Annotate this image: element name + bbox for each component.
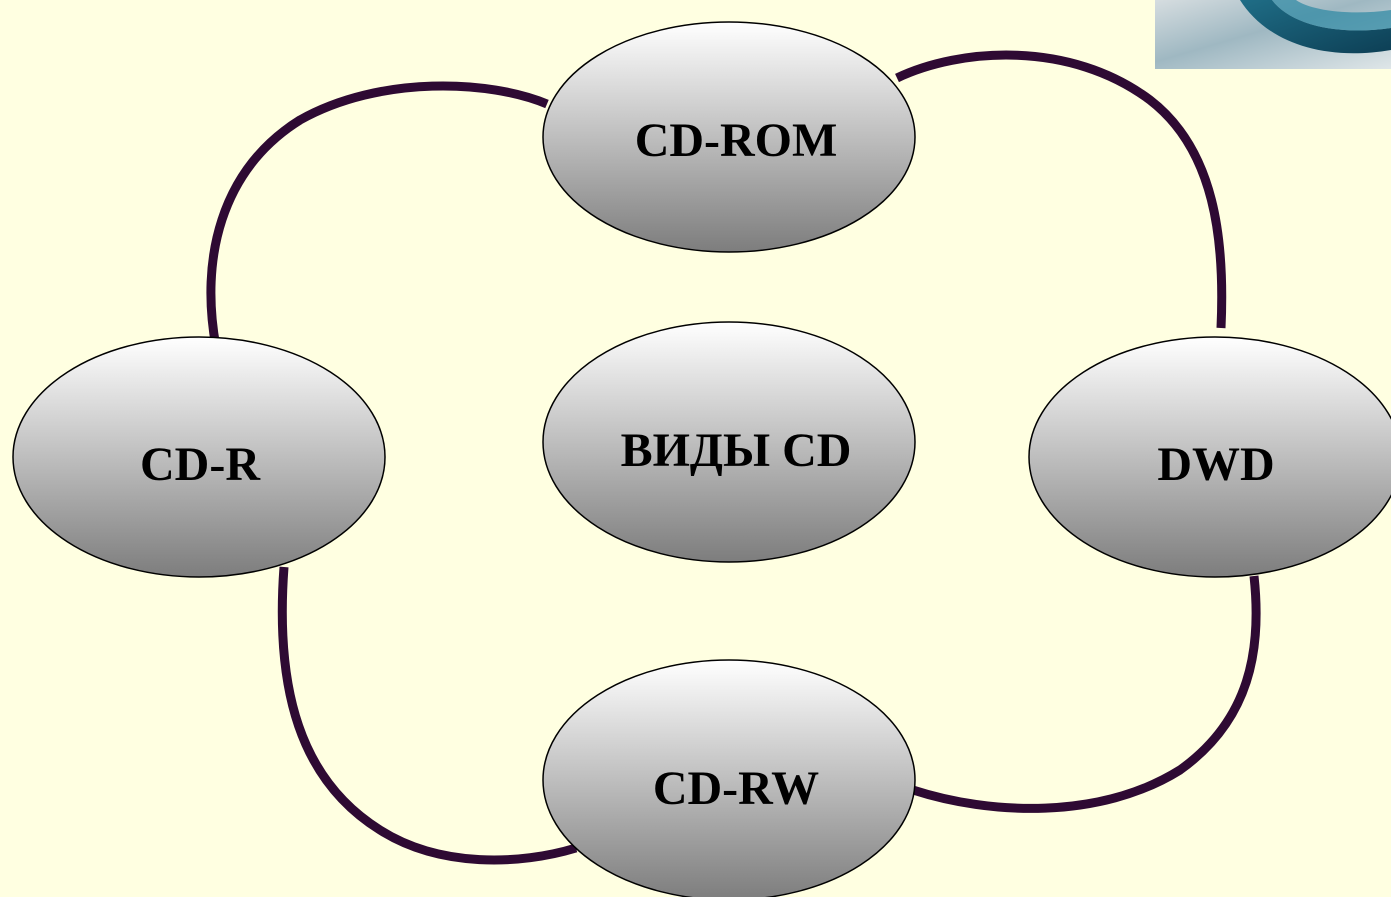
node-cd-rw: CD-RW bbox=[542, 659, 916, 897]
node-dwd: DWD bbox=[1028, 336, 1391, 578]
disc-image bbox=[1155, 0, 1391, 69]
connector-dwd-to-cd-rw bbox=[911, 575, 1261, 813]
node-center: ВИДЫ CD bbox=[542, 321, 916, 563]
connector-cd-rom-to-dwd bbox=[895, 50, 1227, 329]
connector-cd-r-to-cd-rom bbox=[206, 81, 549, 348]
node-label: DWD bbox=[1157, 438, 1274, 491]
node-label: CD-RW bbox=[653, 762, 819, 815]
connectors bbox=[206, 50, 1261, 865]
node-cd-r: CD-R bbox=[12, 336, 386, 578]
node-label: CD-R bbox=[140, 438, 261, 491]
node-cd-rom: CD-ROM bbox=[542, 21, 916, 253]
center-label: ВИДЫ CD bbox=[621, 424, 852, 477]
connector-cd-rw-to-cd-r bbox=[277, 566, 578, 865]
node-label: CD-ROM bbox=[635, 114, 838, 167]
